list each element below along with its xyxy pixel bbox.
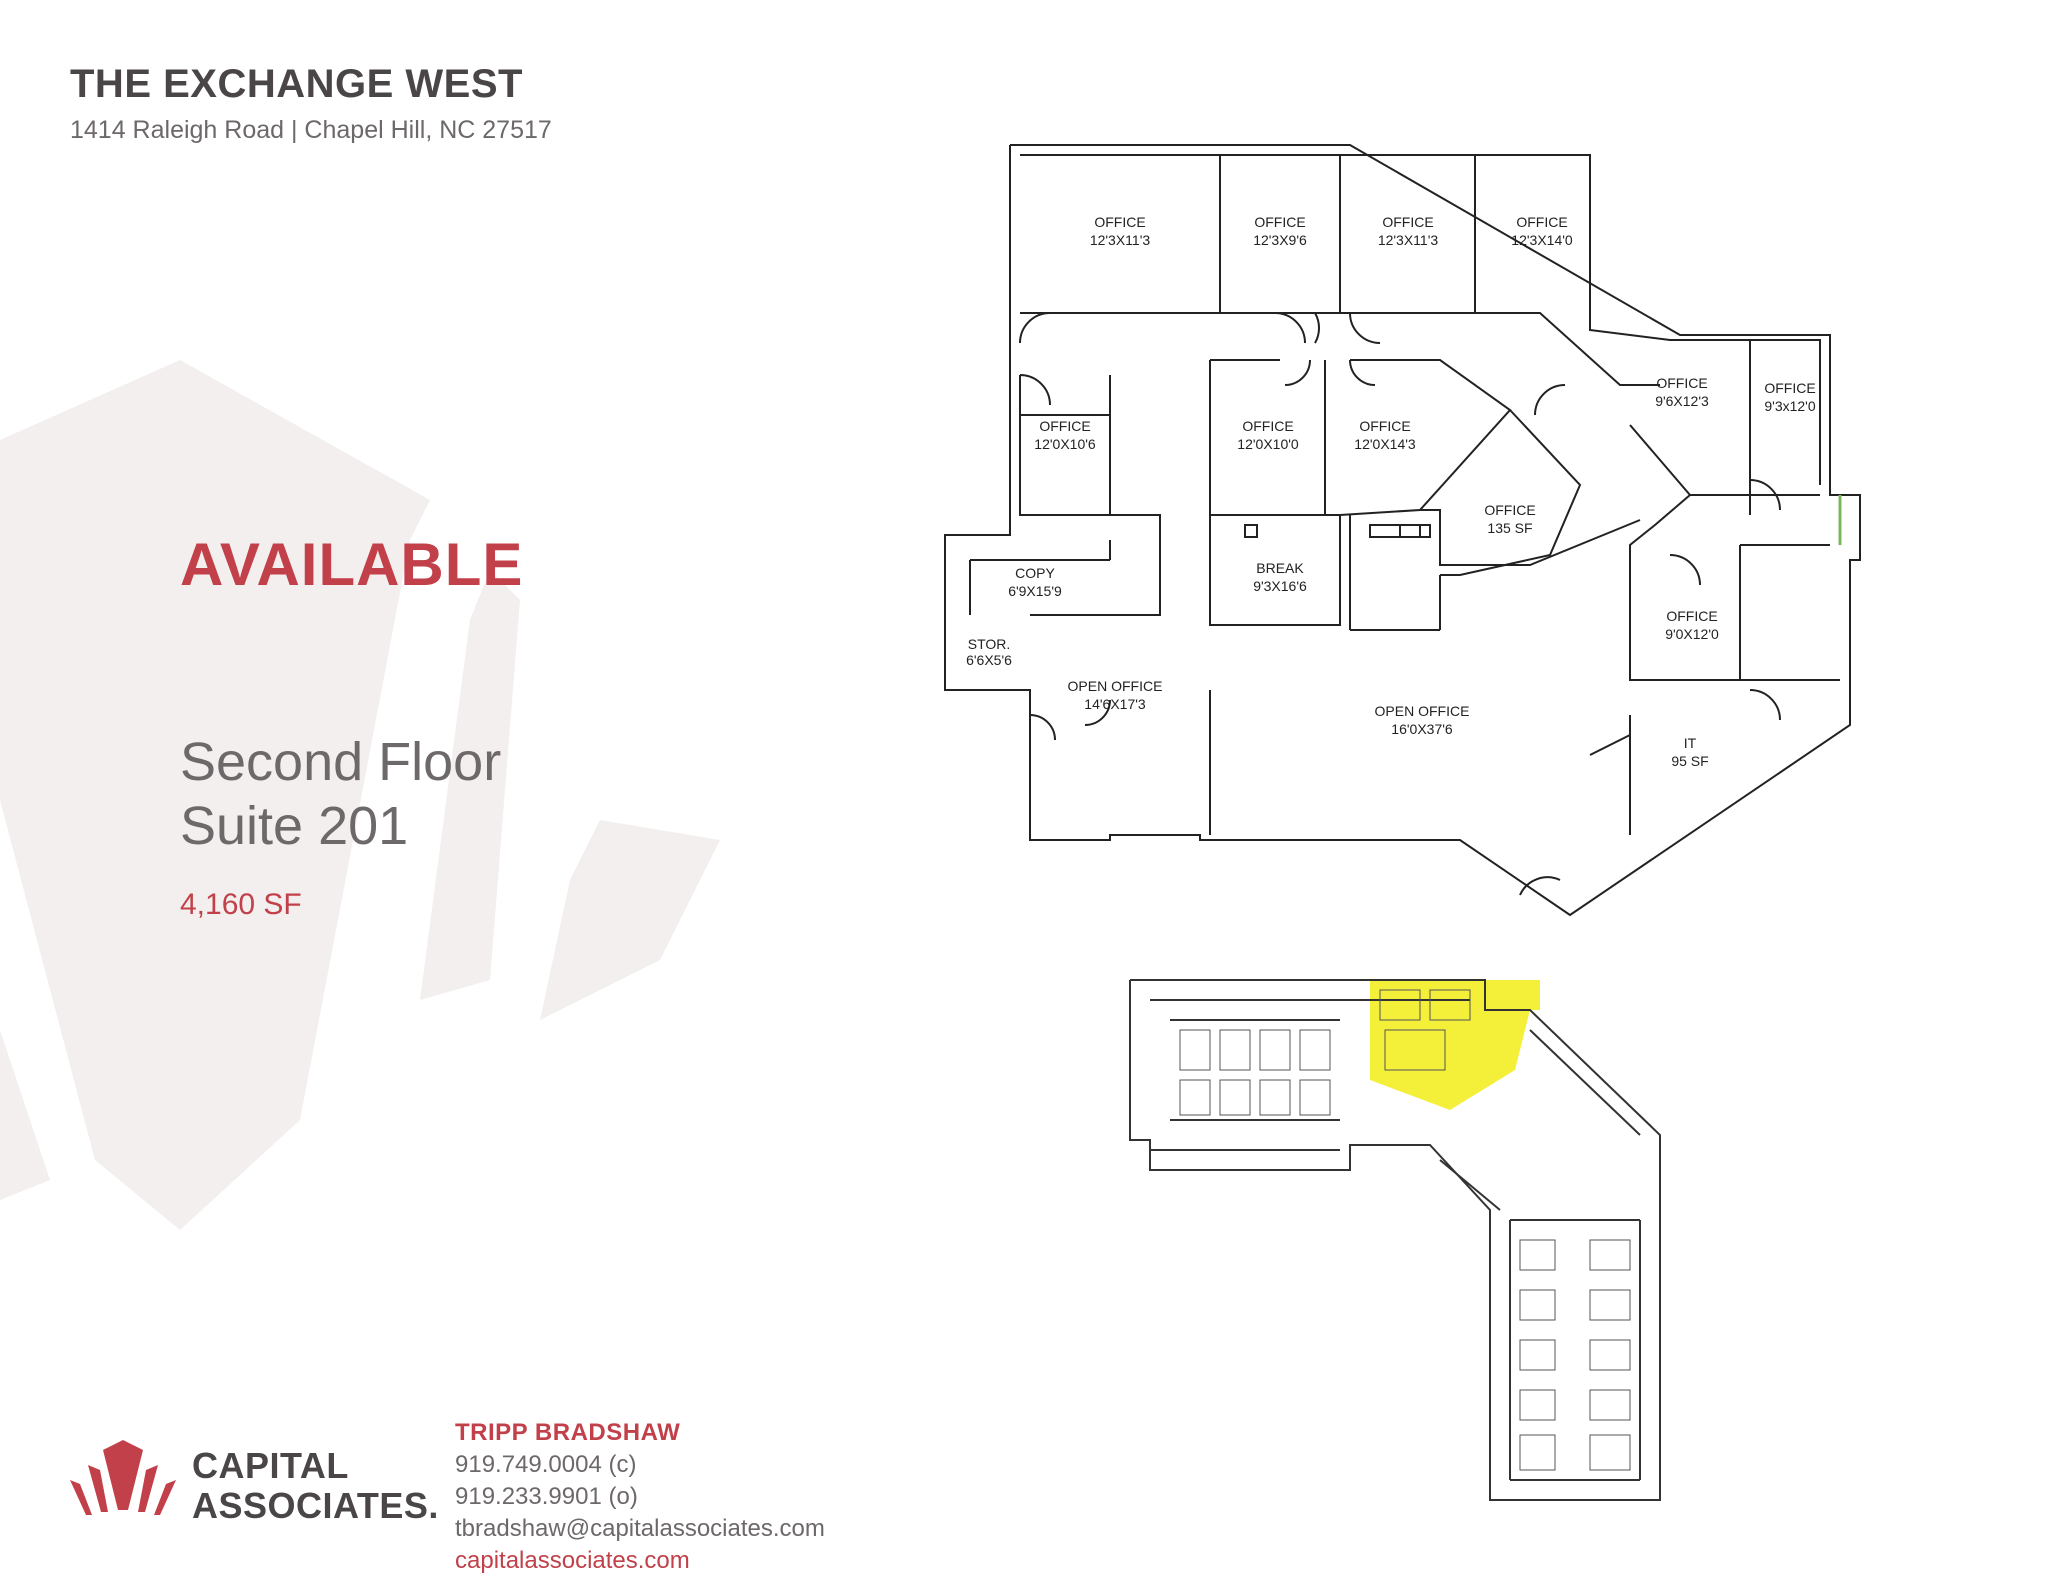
room-name: OFFICE <box>1764 380 1815 396</box>
room-name: OFFICE <box>1382 214 1433 230</box>
room-name: STOR. <box>968 636 1011 652</box>
room-dim: 12'0X14'3 <box>1354 436 1416 452</box>
room-dim: 12'3X11'3 <box>1378 232 1439 248</box>
room-dim: 12'3X11'3 <box>1090 232 1151 248</box>
contact-office-phone[interactable]: 919.233.9901 (o) <box>455 1483 638 1510</box>
room-dim: 95 SF <box>1671 753 1708 769</box>
room-dim: 9'3X16'6 <box>1253 578 1307 594</box>
suite-floor-plan: OFFICE 12'3X11'3 OFFICE 12'3X9'6 OFFICE … <box>944 144 1861 917</box>
room-name: OPEN OFFICE <box>1068 678 1163 694</box>
building-title: THE EXCHANGE WEST <box>70 62 523 106</box>
contact-cell-phone[interactable]: 919.749.0004 (c) <box>455 1451 637 1478</box>
suite-area: 4,160 SF <box>180 888 302 921</box>
room-dim: 135 SF <box>1487 520 1532 536</box>
room-name: OFFICE <box>1242 418 1293 434</box>
contact-email-link[interactable]: tbradshaw@capitalassociates.com <box>455 1515 825 1542</box>
room-name: OFFICE <box>1039 418 1090 434</box>
room-dim: 14'6X17'3 <box>1084 696 1146 712</box>
contact-name: TRIPP BRADSHAW <box>455 1419 681 1446</box>
room-name: OFFICE <box>1516 214 1567 230</box>
room-dim: 16'0X37'6 <box>1391 721 1453 737</box>
room-name: OFFICE <box>1094 214 1145 230</box>
capital-associates-logo-icon <box>70 1440 176 1515</box>
background-shapes <box>0 360 720 1230</box>
room-name: OFFICE <box>1359 418 1410 434</box>
room-name: OFFICE <box>1254 214 1305 230</box>
logo-line-1: CAPITAL <box>192 1445 349 1486</box>
room-name: COPY <box>1015 565 1055 581</box>
company-logo-text: CAPITAL ASSOCIATES. <box>192 1446 439 1526</box>
room-name: OFFICE <box>1484 502 1535 518</box>
room-dim: 12'3X9'6 <box>1253 232 1307 248</box>
outer-wall <box>944 144 1861 917</box>
room-dim: 6'6X5'6 <box>966 652 1012 668</box>
room-dim: 12'0X10'0 <box>1237 436 1299 452</box>
room-dim: 6'9X15'9 <box>1008 583 1062 599</box>
room-dim: 9'3x12'0 <box>1764 398 1815 414</box>
building-key-map <box>1129 979 1661 1501</box>
room-name: BREAK <box>1256 560 1304 576</box>
contact-block: TRIPP BRADSHAW 919.749.0004 (c) 919.233.… <box>455 1417 825 1577</box>
availability-status: AVAILABLE <box>180 531 524 598</box>
suite-highlight <box>1370 980 1540 1110</box>
room-name: IT <box>1684 735 1697 751</box>
company-website-link[interactable]: capitalassociates.com <box>455 1547 690 1574</box>
suite-label: Suite 201 <box>180 796 409 856</box>
room-dim: 12'0X10'6 <box>1034 436 1096 452</box>
room-dim: 9'6X12'3 <box>1655 393 1709 409</box>
room-name: OFFICE <box>1656 375 1707 391</box>
room-name: OFFICE <box>1666 608 1717 624</box>
floor-label: Second Floor <box>180 732 502 792</box>
room-dim: 9'0X12'0 <box>1665 626 1719 642</box>
room-dim: 12'3X14'0 <box>1511 232 1573 248</box>
suite-location: Second Floor Suite 201 <box>180 730 501 858</box>
building-address: 1414 Raleigh Road | Chapel Hill, NC 2751… <box>70 116 552 144</box>
room-name: OPEN OFFICE <box>1375 703 1470 719</box>
logo-line-2: ASSOCIATES. <box>192 1485 439 1526</box>
